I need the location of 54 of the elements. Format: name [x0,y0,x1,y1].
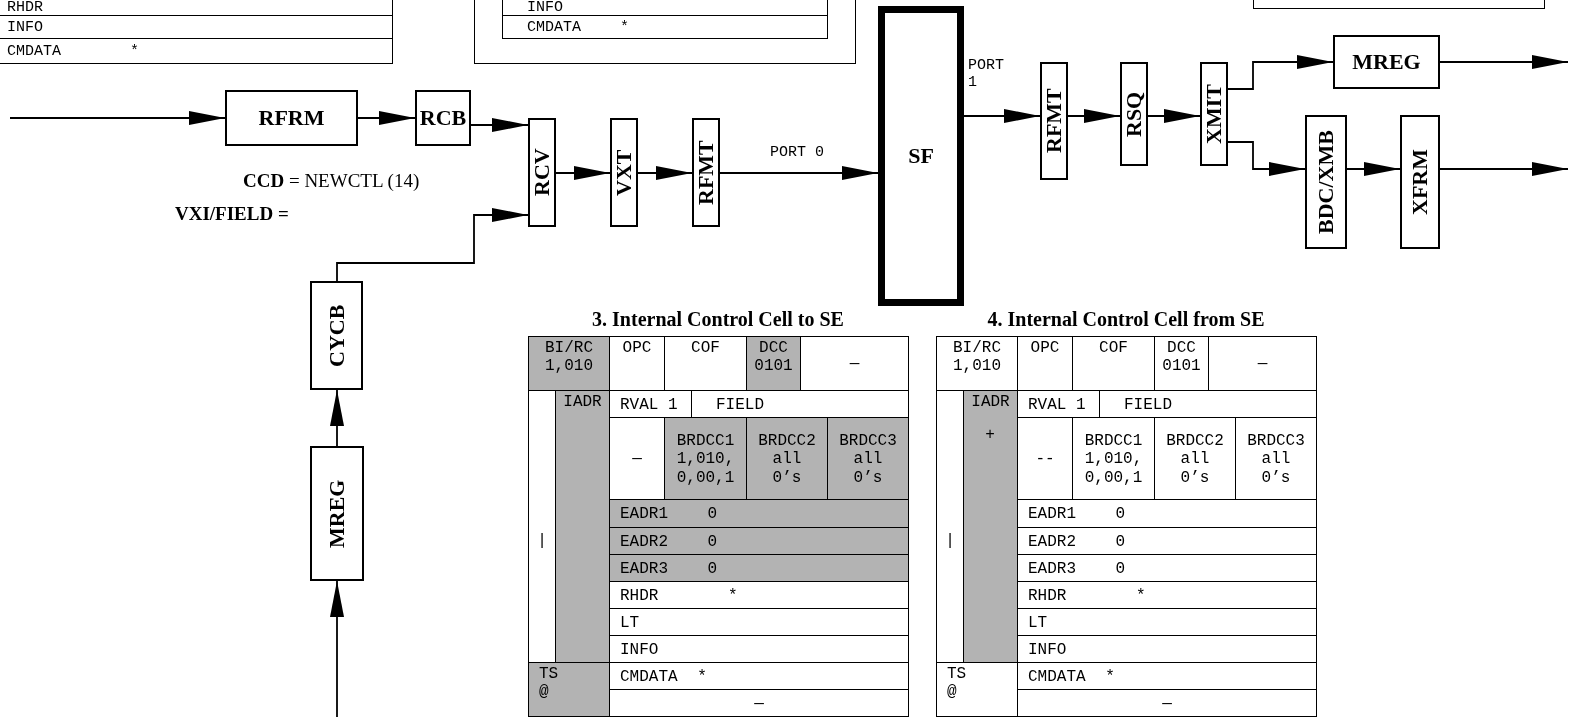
arrow [470,118,529,132]
table-title: 4. Internal Control Cell from SE [986,308,1266,332]
arrow [336,208,529,282]
table-cell: BRDCC3 all 0’s [827,417,909,500]
arrow [963,109,1041,123]
table-cell: — [609,689,909,717]
arrow [1067,109,1121,123]
arrow [1227,141,1306,176]
arrow [1147,109,1201,123]
vertical-process-box: XMIT [1200,62,1228,166]
table-cell: TS @ [528,662,610,717]
arrow [1439,55,1569,69]
arrow [1346,162,1401,176]
vertical-process-box: VXT [610,118,638,227]
formula-text: CCD = NEWCTL (14) [243,170,420,192]
table-cell: EADR1 0 [609,499,909,528]
table-cell: CMDATA * [0,38,393,64]
arrow [330,580,344,717]
table-cell: TS @ [936,662,1018,717]
table-title: 3. Internal Control Cell to SE [591,308,845,332]
formula-text: VXI/FIELD = [175,203,289,225]
table-cell: — [800,336,909,391]
vertical-process-box: XFRM [1400,115,1440,249]
table-cell: BI/RC 1,010 [936,336,1018,391]
table-mark: + [984,426,996,446]
arrow [719,166,879,180]
table-cell: — [1208,336,1317,391]
table-cell: INFO [502,0,828,16]
arrow [357,111,416,125]
table-cell: BRDCC1 1,010, 0,00,1 [664,417,747,500]
arrow [637,166,693,180]
arrow [330,389,344,447]
vertical-process-box: RFMT [1040,62,1068,180]
process-box: SF [878,6,964,306]
table-cell: EADR3 0 [609,554,909,582]
table-cell: DCC 0101 [746,336,801,391]
vertical-process-box: RCV [528,118,556,227]
vertical-process-box: RFMT [692,118,720,227]
table-cell: CMDATA * [502,15,828,39]
process-box: RFRM [225,90,358,146]
vertical-process-box: BDC/XMB [1305,115,1347,249]
table-cell: EADR2 0 [609,527,909,555]
arrow [1227,55,1334,90]
arrow [555,166,611,180]
vertical-process-box: MREG [310,446,364,581]
table-cell: BI/RC 1,010 [528,336,610,391]
arrow [9,111,226,125]
process-box: MREG [1333,35,1440,89]
process-box: RCB [415,90,471,146]
vertical-process-box: CYCB [310,281,363,390]
arrow [1439,162,1569,176]
table-cell: — [1017,689,1317,717]
table-cell: BRDCC2 all 0’s [746,417,828,500]
vertical-process-box: RSQ [1120,62,1148,166]
